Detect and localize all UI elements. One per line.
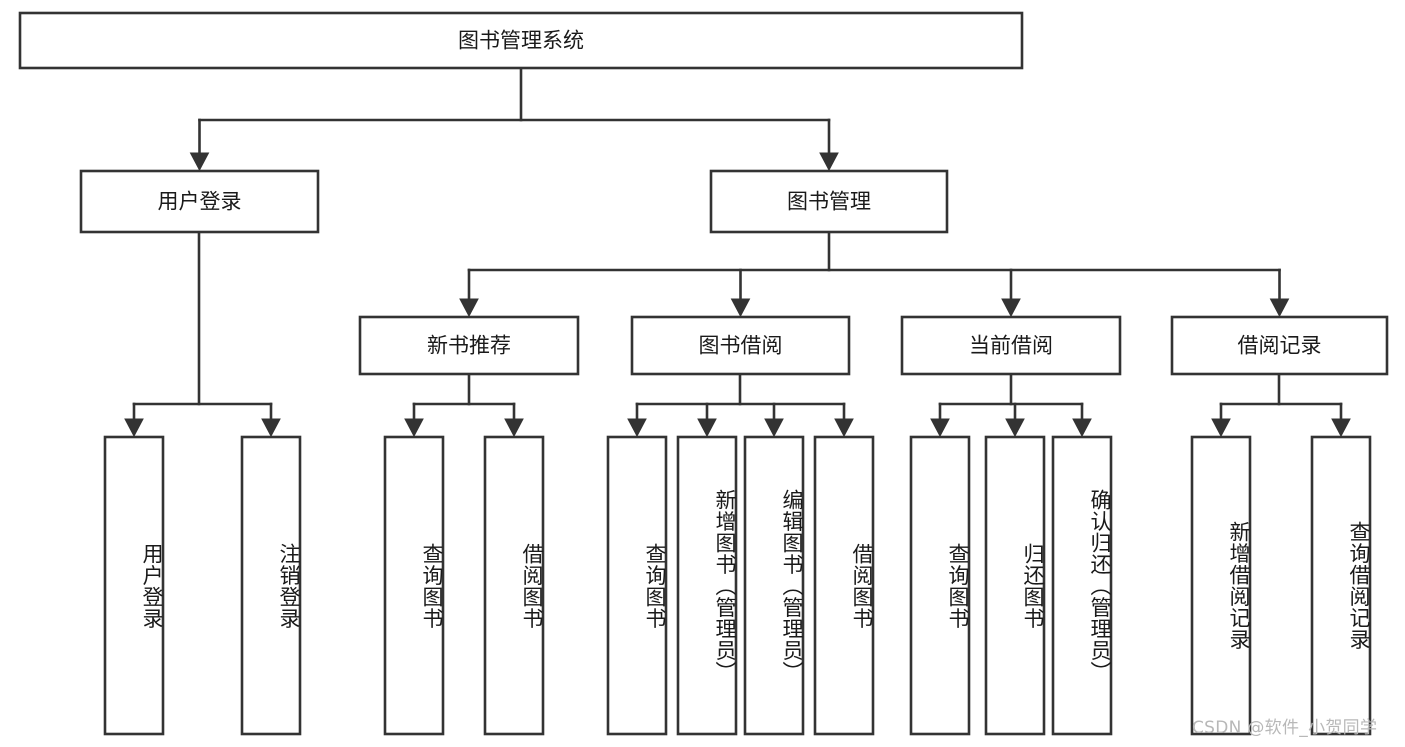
arrowhead-icon bbox=[1331, 418, 1351, 438]
arrowhead-icon bbox=[459, 298, 479, 318]
node-label-当前借阅: 当前借阅 bbox=[969, 334, 1053, 358]
node-box-用户登录[interactable] bbox=[79, 169, 320, 234]
node-新增图书管理员[interactable] bbox=[676, 435, 738, 736]
node-label-新书推荐: 新书推荐 bbox=[427, 334, 511, 358]
arrowhead-icon bbox=[819, 152, 839, 172]
node-确认归还管理员[interactable] bbox=[1051, 435, 1113, 736]
node-label-图书管理: 图书管理 bbox=[787, 190, 871, 214]
node-查询图书[interactable] bbox=[383, 435, 445, 736]
node-box-借阅图书[interactable] bbox=[813, 435, 875, 736]
arrowhead-icon bbox=[1269, 298, 1290, 318]
connector-借阅记录 bbox=[1211, 372, 1351, 438]
node-查询借阅记录[interactable] bbox=[1310, 435, 1372, 736]
connector-图书借阅 bbox=[627, 372, 854, 438]
arrowhead-icon bbox=[1072, 418, 1092, 438]
node-box-借阅记录[interactable] bbox=[1170, 315, 1389, 376]
node-图书借阅[interactable] bbox=[630, 315, 851, 376]
node-编辑图书管理员[interactable] bbox=[743, 435, 805, 736]
node-查询图书[interactable] bbox=[606, 435, 668, 736]
arrowhead-icon bbox=[730, 298, 751, 318]
connector-图书管理系统 bbox=[189, 66, 839, 172]
node-box-查询图书[interactable] bbox=[909, 435, 971, 736]
node-box-查询借阅记录[interactable] bbox=[1310, 435, 1372, 736]
node-label-用户登录: 用户登录 bbox=[158, 190, 242, 214]
node-当前借阅[interactable] bbox=[900, 315, 1122, 376]
node-新增借阅记录[interactable] bbox=[1190, 435, 1252, 736]
node-box-编辑图书管理员[interactable] bbox=[743, 435, 805, 736]
node-box-查询图书[interactable] bbox=[383, 435, 445, 736]
node-box-新增图书管理员[interactable] bbox=[676, 435, 738, 736]
node-label-图书管理系统: 图书管理系统 bbox=[458, 29, 584, 53]
node-借阅记录[interactable] bbox=[1170, 315, 1389, 376]
connector-当前借阅 bbox=[930, 372, 1092, 438]
csdn-watermark: CSDN @软件_小贺同学 bbox=[1192, 718, 1378, 738]
arrowhead-icon bbox=[504, 418, 524, 438]
node-box-确认归还管理员[interactable] bbox=[1051, 435, 1113, 736]
node-查询图书[interactable] bbox=[909, 435, 971, 736]
node-box-查询图书[interactable] bbox=[606, 435, 668, 736]
node-新书推荐[interactable] bbox=[358, 315, 580, 376]
node-图书管理系统[interactable] bbox=[18, 11, 1024, 70]
arrowhead-icon bbox=[834, 418, 854, 438]
node-box-用户登录[interactable] bbox=[103, 435, 165, 736]
node-图书管理[interactable] bbox=[709, 169, 949, 234]
node-归还图书[interactable] bbox=[984, 435, 1046, 736]
node-box-图书管理[interactable] bbox=[709, 169, 949, 234]
arrowhead-icon bbox=[627, 418, 647, 438]
arrowhead-icon bbox=[124, 418, 144, 438]
connector-新书推荐 bbox=[404, 372, 524, 438]
node-label-借阅记录: 借阅记录 bbox=[1238, 334, 1322, 358]
node-注销登录[interactable] bbox=[240, 435, 302, 736]
connector-layer bbox=[124, 66, 1351, 438]
arrowhead-icon bbox=[930, 418, 950, 438]
node-借阅图书[interactable] bbox=[813, 435, 875, 736]
arrowhead-icon bbox=[261, 418, 281, 438]
node-box-归还图书[interactable] bbox=[984, 435, 1046, 736]
node-box-图书借阅[interactable] bbox=[630, 315, 851, 376]
node-box-图书管理系统[interactable] bbox=[18, 11, 1024, 70]
connector-图书管理 bbox=[459, 230, 1290, 318]
arrowhead-icon bbox=[1211, 418, 1231, 438]
node-box-注销登录[interactable] bbox=[240, 435, 302, 736]
node-label-图书借阅: 图书借阅 bbox=[699, 334, 783, 358]
arrowhead-icon bbox=[1005, 418, 1025, 438]
node-用户登录[interactable] bbox=[79, 169, 320, 234]
node-借阅图书[interactable] bbox=[483, 435, 545, 736]
node-box-借阅图书[interactable] bbox=[483, 435, 545, 736]
node-box-新增借阅记录[interactable] bbox=[1190, 435, 1252, 736]
arrowhead-icon bbox=[764, 418, 784, 438]
connector-用户登录 bbox=[124, 230, 281, 438]
arrowhead-icon bbox=[697, 418, 717, 438]
arrowhead-icon bbox=[189, 152, 210, 172]
node-用户登录[interactable] bbox=[103, 435, 165, 736]
node-box-新书推荐[interactable] bbox=[358, 315, 580, 376]
arrowhead-icon bbox=[1001, 298, 1021, 318]
arrowhead-icon bbox=[404, 418, 424, 438]
node-box-当前借阅[interactable] bbox=[900, 315, 1122, 376]
node-layer bbox=[18, 11, 1389, 736]
